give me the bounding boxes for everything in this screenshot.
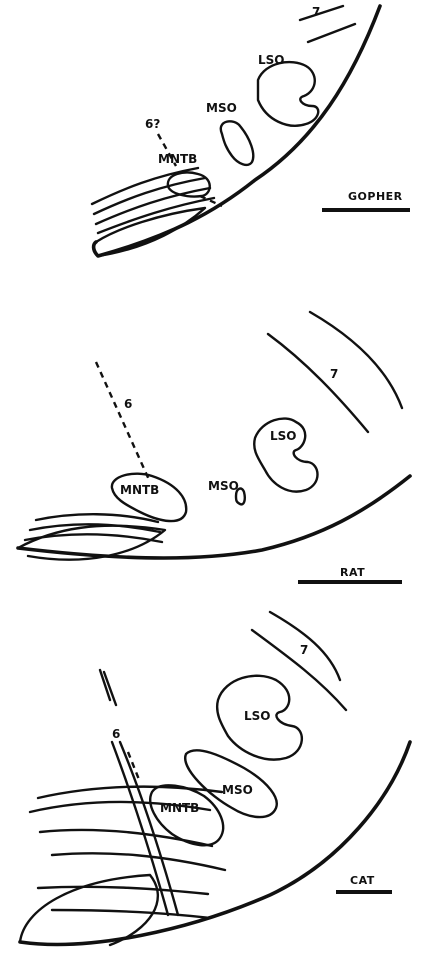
panel-cat: LSO MSO MNTB 6 7 CAT: [20, 612, 410, 945]
cat-species-label: CAT: [350, 874, 375, 887]
gopher-nerve-7-label: 7: [312, 5, 320, 19]
rat-nerve-6-dashed: [96, 362, 150, 482]
gopher-nerve-6-label: 6?: [145, 117, 160, 131]
rat-mso-label: MSO: [208, 479, 239, 493]
panel-gopher: LSO MSO 6? MNTB 7 GOPHER: [92, 5, 410, 256]
gopher-mntb-label: MNTB: [158, 152, 197, 166]
cat-fiber-6: [52, 910, 210, 918]
rat-fiber-1: [36, 514, 158, 522]
cat-fiber-3: [40, 830, 212, 846]
gopher-species-label: GOPHER: [348, 190, 403, 203]
gopher-lso-outline: [258, 62, 318, 126]
cat-mntb-label: MNTB: [160, 801, 199, 815]
gopher-mso-outline: [221, 121, 253, 165]
rat-mntb-outline: [112, 474, 186, 521]
cat-nerve-7-label: 7: [300, 643, 308, 657]
cat-fiber-5: [38, 887, 208, 894]
cat-fiber-4: [52, 853, 225, 870]
panel-rat: LSO MSO MNTB 6 7 RAT: [18, 312, 410, 582]
rat-nerve-6-label: 6: [124, 397, 132, 411]
rat-species-label: RAT: [340, 566, 365, 579]
cat-nerve-6-label: 6: [112, 727, 120, 741]
gopher-nerve-7-line-a: [300, 6, 343, 20]
rat-nerve-7-line-a: [310, 312, 402, 408]
rat-nerve-7-label: 7: [330, 367, 338, 381]
cat-mso-label: MSO: [222, 783, 253, 797]
rat-nerve-7-line-b: [268, 334, 368, 432]
gopher-lso-label: LSO: [258, 53, 285, 67]
cat-nerve-7-line-b: [252, 630, 346, 710]
rat-mntb-label: MNTB: [120, 483, 159, 497]
rat-lso-label: LSO: [270, 429, 297, 443]
cat-lso-label: LSO: [244, 709, 271, 723]
gopher-mso-label: MSO: [206, 101, 237, 115]
rat-fiber-2: [30, 524, 160, 532]
gopher-nerve-7-line-b: [308, 24, 355, 42]
